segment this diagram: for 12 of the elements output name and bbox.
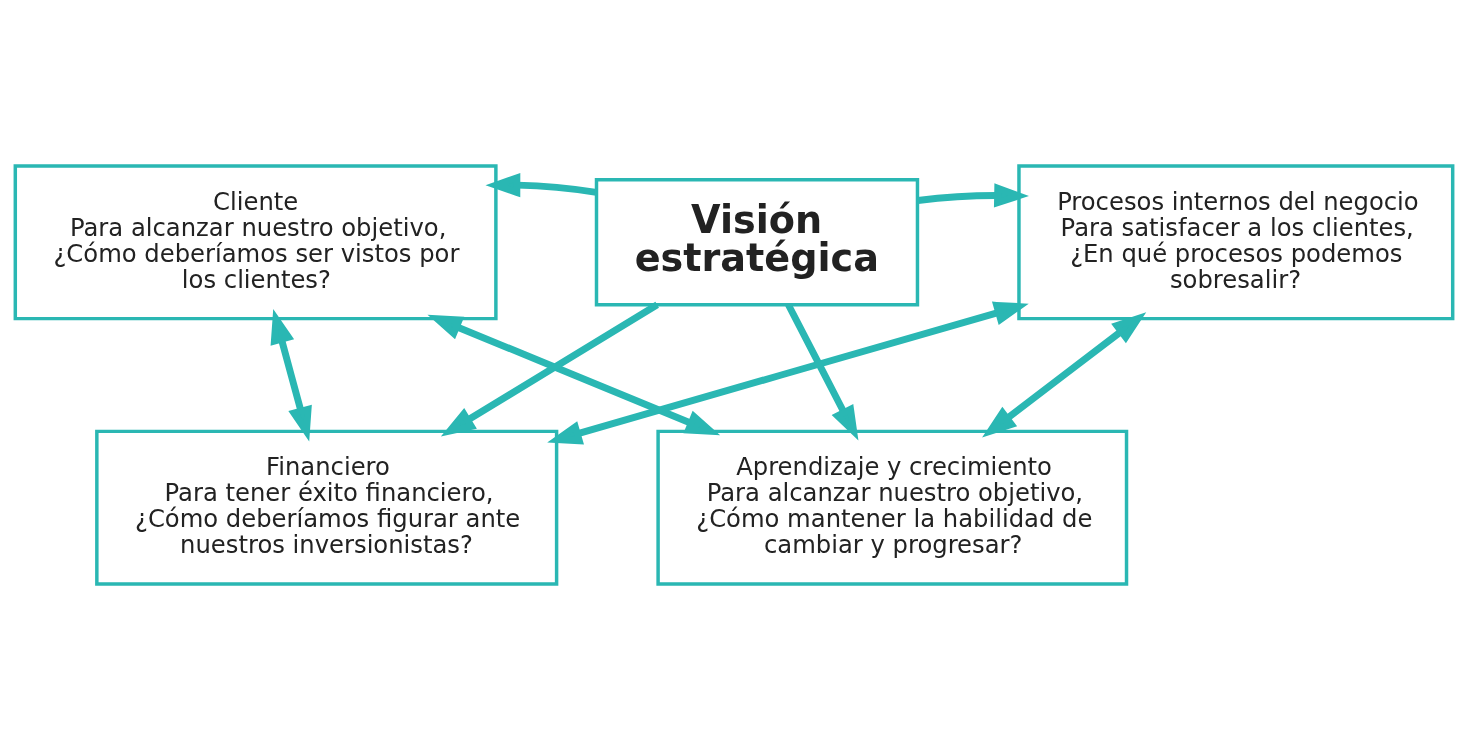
arrow [270, 308, 312, 441]
node-box: Visión estratégica [594, 177, 920, 306]
node-box: Aprendizaje y crecimiento Para alcanzar nuestro objetivo, ¿Cómo mantener la habilidad de cambiar y progresar? [656, 429, 1129, 586]
node-box: Cliente Para alcanzar nuestro objetivo, ¿Cómo deberíamos ser vistos por los clientes? [13, 163, 498, 320]
arrow [440, 301, 659, 437]
arrow [917, 182, 1029, 208]
arrow [485, 172, 597, 197]
node-box: Procesos internos del negocio Para satisfacer a los clientes, ¿En qué procesos podemos sobresalir? [1017, 163, 1455, 320]
node-box: Financiero Para tener éxito financiero, ¿Cómo deberíamos figurar ante nuestros inversionistas? [95, 429, 559, 586]
arrow [982, 311, 1147, 438]
arrow [427, 314, 721, 435]
arrow [547, 301, 1029, 445]
